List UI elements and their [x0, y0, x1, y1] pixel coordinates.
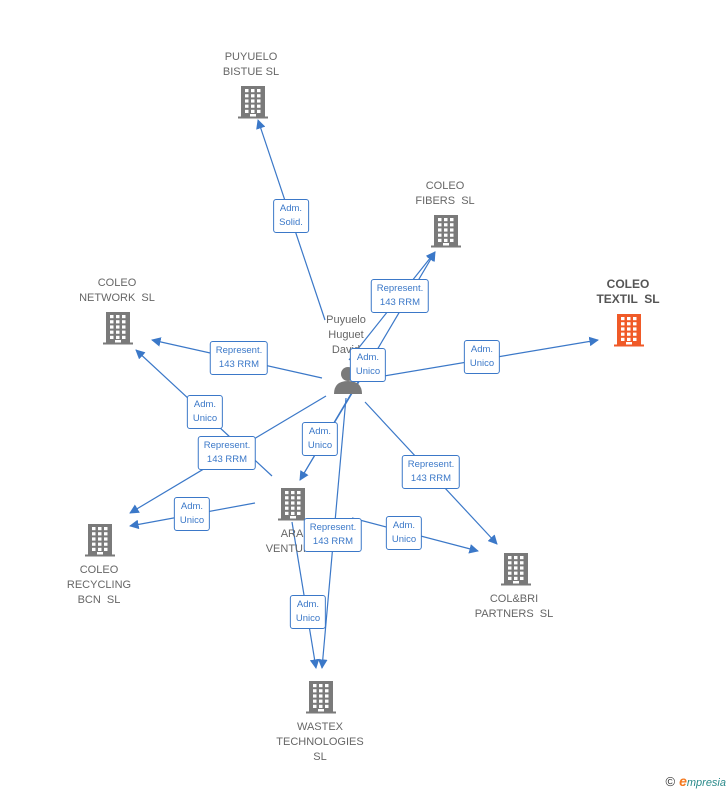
building-icon-coleo-recycling[interactable] [85, 524, 115, 557]
edge-label-person-to-colbri-partners[interactable]: Represent. 143 RRM [401, 455, 461, 489]
building-icon-puyuelo-bistue[interactable] [238, 86, 268, 119]
building-icon-coleo-network[interactable] [103, 312, 133, 345]
edge-label-person-to-wastex[interactable]: Represent. 143 RRM [303, 518, 363, 552]
brand-initial: e [679, 773, 687, 789]
edge-label-aramis-ventures-to-wastex[interactable]: Adm. Unico [289, 595, 327, 629]
edge-label-aramis-ventures-to-coleo-recycling[interactable]: Adm. Unico [173, 497, 211, 531]
company-label-colbri-partners[interactable]: COL&BRI PARTNERS SL [474, 593, 554, 620]
company-label-wastex[interactable]: WASTEX TECHNOLOGIES SL [276, 721, 364, 763]
edge-label-person-to-puyuelo-bistue[interactable]: Adm. Solid. [273, 199, 309, 233]
company-label-coleo-network[interactable]: COLEO NETWORK SL [79, 277, 155, 304]
edge-label-person-to-coleo-network[interactable]: Represent. 143 RRM [209, 341, 269, 375]
building-icon-wastex[interactable] [306, 681, 336, 714]
edge-label-aramis-ventures-to-coleo-fibers[interactable]: Adm. Unico [301, 422, 339, 456]
company-label-coleo-recycling[interactable]: COLEO RECYCLING BCN SL [66, 564, 132, 606]
footer-brand: ©empresia [665, 773, 726, 789]
building-icon-coleo-textil[interactable] [614, 314, 644, 347]
building-icon-colbri-partners[interactable] [501, 553, 531, 586]
company-label-coleo-fibers[interactable]: COLEO FIBERS SL [415, 180, 475, 207]
edge-label-person-to-coleo-textil[interactable]: Adm. Unico [463, 340, 501, 374]
edge-label-aramis-ventures-to-colbri-partners[interactable]: Adm. Unico [385, 516, 423, 550]
edge-label-person-to-aramis-ventures[interactable]: Adm. Unico [349, 348, 387, 382]
edge-label-person-to-coleo-fibers[interactable]: Represent. 143 RRM [370, 279, 430, 313]
building-icon-coleo-fibers[interactable] [431, 215, 461, 248]
edge-label-person-to-coleo-recycling[interactable]: Represent. 143 RRM [197, 436, 257, 470]
person-name-label[interactable]: Puyuelo Huguet David [326, 314, 366, 356]
company-label-coleo-textil[interactable]: COLEO TEXTIL SL [596, 277, 660, 306]
company-label-puyuelo-bistue[interactable]: PUYUELO BISTUE SL [222, 51, 280, 78]
edge-label-aramis-ventures-to-coleo-network[interactable]: Adm. Unico [186, 395, 224, 429]
building-icon-aramis-ventures[interactable] [278, 488, 308, 521]
copyright-symbol: © [665, 774, 676, 789]
brand-name: mpresia [686, 777, 726, 789]
